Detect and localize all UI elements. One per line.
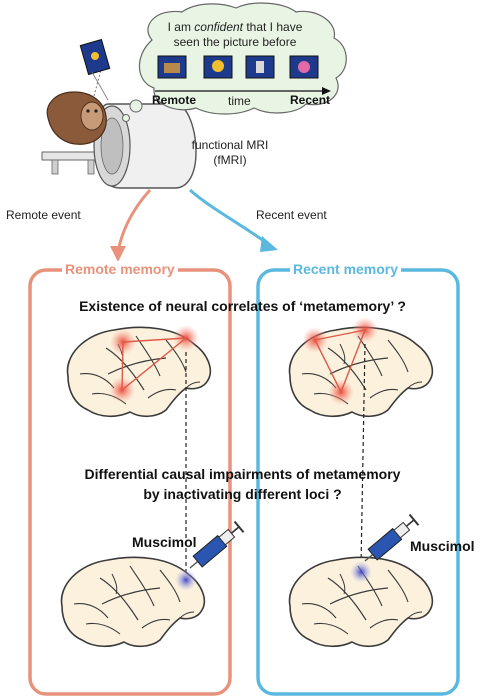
fmri-label-line-2: (fMRI) (175, 153, 285, 167)
question-metamemory-correlates: Existence of neural correlates of ‘metam… (0, 298, 485, 314)
axis-label-time: time (228, 94, 251, 108)
axis-label-remote: Remote (152, 93, 196, 107)
fmri-label-line-1: functional MRI (175, 138, 285, 152)
bubble-line-1-post: that I have (243, 20, 302, 34)
remote-lower-brain (61, 557, 204, 646)
bubble-line-1: I am confident that I have (135, 20, 335, 34)
recent-upper-brain (289, 317, 432, 416)
monkey-subject (47, 92, 106, 144)
recent-lower-brain (289, 557, 432, 646)
muscimol-label-left: Muscimol (132, 534, 197, 550)
inactivation-spot (175, 569, 197, 591)
axis-label-recent: Recent (290, 93, 330, 107)
remote-event-arrow (110, 190, 150, 262)
remote-event-label: Remote event (6, 208, 81, 222)
inactivation-spot (350, 561, 372, 583)
recent-event-label: Recent event (256, 208, 327, 222)
bubble-line-1-pre: I am (168, 20, 195, 34)
recent-memory-title: Recent memory (290, 261, 401, 277)
question-causal-line-1: Differential causal impairments of metam… (0, 466, 485, 482)
bubble-line-2: seen the picture before (135, 35, 335, 49)
question-causal-line-2: by inactivating different loci ? (0, 486, 485, 502)
remote-memory-title: Remote memory (62, 261, 178, 277)
bubble-line-1-emphasis: confident (194, 20, 243, 34)
muscimol-label-right: Muscimol (410, 538, 475, 554)
remote-upper-brain (67, 325, 210, 416)
